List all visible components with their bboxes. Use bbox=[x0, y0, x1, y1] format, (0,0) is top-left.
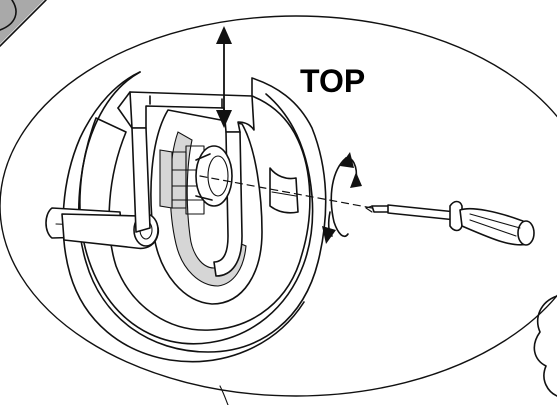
rotation-arrow-icon bbox=[322, 152, 362, 244]
alignment-line bbox=[199, 175, 373, 209]
adjacent-part-outline bbox=[219, 295, 557, 405]
spring-clip bbox=[117, 91, 255, 277]
double-arrow-vertical-icon bbox=[216, 26, 232, 128]
screwdriver-icon bbox=[365, 200, 535, 246]
top-label: TOP bbox=[300, 63, 365, 99]
detail-ellipse bbox=[0, 15, 557, 397]
ring-housing bbox=[45, 71, 327, 363]
corner-badge-icon bbox=[0, 0, 47, 47]
inner-mechanism bbox=[159, 145, 233, 215]
